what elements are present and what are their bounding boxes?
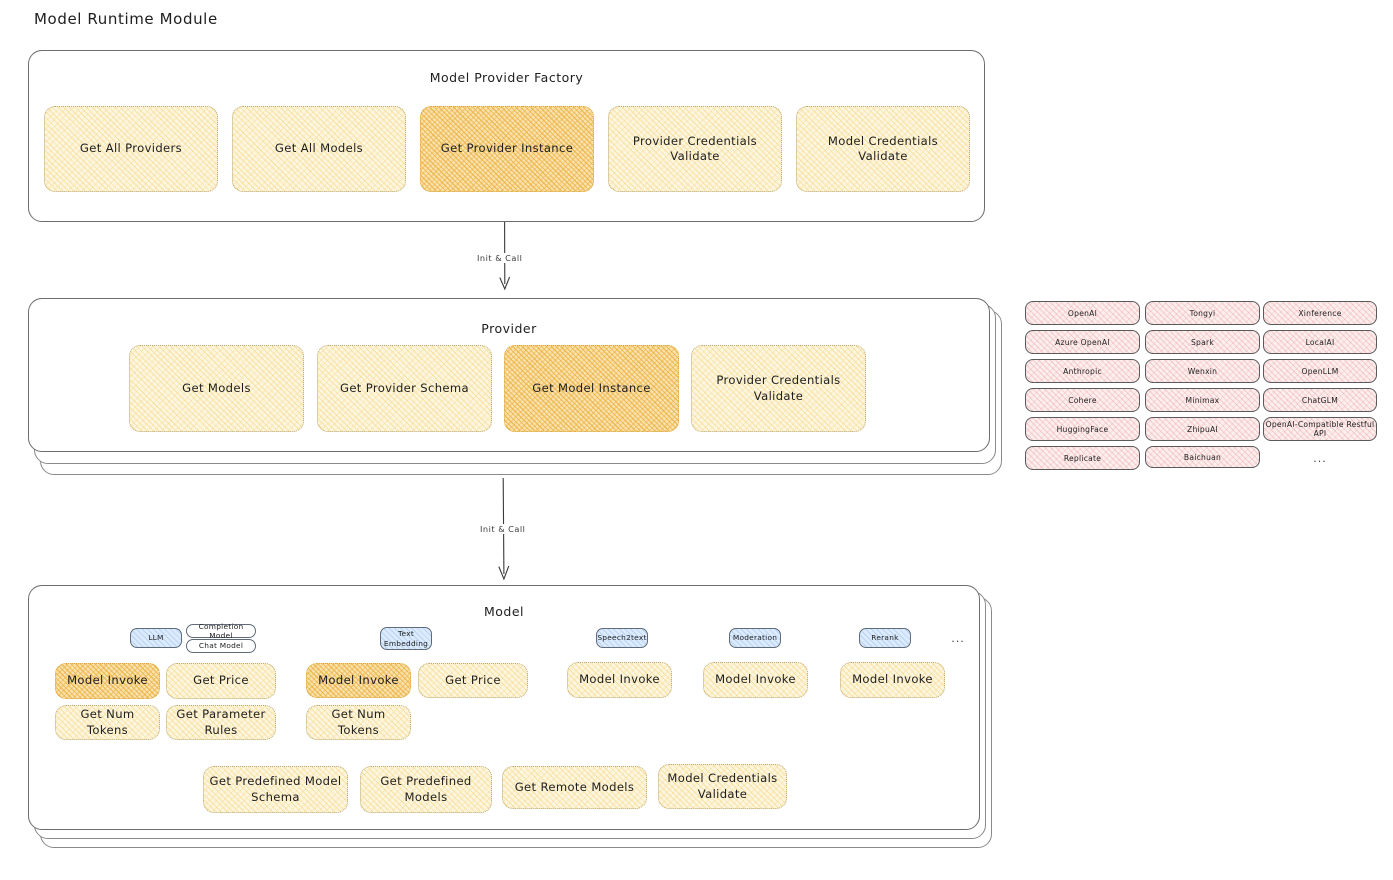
provider-chip-replicate[interactable]: Replicate [1025,446,1140,470]
provider-chip-wenxin[interactable]: Wenxin [1145,359,1260,383]
provider-chip-chatglm[interactable]: ChatGLM [1263,388,1377,412]
moderation-method-model-invoke[interactable]: Model Invoke [703,662,808,698]
factory-method-model-credentials-validate[interactable]: Model Credentials Validate [796,106,970,192]
provider-chip-openllm[interactable]: OpenLLM [1263,359,1377,383]
model-shared-method-get-predefined-models[interactable]: Get Predefined Models [360,766,492,813]
text-embedding-method-model-invoke[interactable]: Model Invoke [306,663,411,698]
provider-chip-cohere[interactable]: Cohere [1025,388,1140,412]
provider-chip-minimax[interactable]: Minimax [1145,388,1260,412]
provider-chip-tongyi[interactable]: Tongyi [1145,301,1260,325]
provider-method-get-provider-schema[interactable]: Get Provider Schema [317,345,492,432]
provider-title: Provider [481,321,537,336]
provider-method-get-model-instance[interactable]: Get Model Instance [504,345,679,432]
provider-chip-azure-openai[interactable]: Azure OpenAI [1025,330,1140,354]
speech2text-method-model-invoke[interactable]: Model Invoke [567,662,672,698]
model-subtype-badge-completion-model[interactable]: Completion Model [186,622,256,640]
text-embedding-method-get-price[interactable]: Get Price [418,663,528,698]
llm-method-model-invoke[interactable]: Model Invoke [55,663,160,699]
model-types-more-ellipsis: ... [951,632,965,645]
provider-chip-zhipuai[interactable]: ZhipuAI [1145,417,1260,441]
provider-list-more-ellipsis: ... [1313,452,1327,465]
text-embedding-method-get-num-tokens[interactable]: Get Num Tokens [306,705,411,740]
llm-method-get-num-tokens[interactable]: Get Num Tokens [55,705,160,740]
provider-chip-anthropic[interactable]: Anthropic [1025,359,1140,383]
factory-method-provider-credentials-validate[interactable]: Provider Credentials Validate [608,106,782,192]
provider-chip-baichuan[interactable]: Baichuan [1145,446,1260,468]
factory-method-get-provider-instance[interactable]: Get Provider Instance [420,106,594,192]
provider-chip-openai-compatible-restful-api[interactable]: OpenAI-Compatible Restful API [1263,417,1377,441]
model-type-badge-rerank[interactable]: Rerank [859,628,911,648]
model-title: Model [483,604,525,619]
provider-chip-spark[interactable]: Spark [1145,330,1260,354]
arrow-label-init-and-call-2: Init & Call [477,524,529,534]
model-shared-method-get-remote-models[interactable]: Get Remote Models [502,766,647,809]
model-type-badge-text-embedding[interactable]: Text Embedding [380,627,432,650]
provider-chip-openai[interactable]: OpenAI [1025,301,1140,325]
rerank-method-model-invoke[interactable]: Model Invoke [840,662,945,698]
model-shared-method-get-predefined-model-schema[interactable]: Get Predefined Model Schema [203,766,348,813]
factory-method-get-all-models[interactable]: Get All Models [232,106,406,192]
model-type-badge-speech2text[interactable]: Speech2text [596,628,648,648]
model-shared-method-model-credentials-validate[interactable]: Model Credentials Validate [658,764,787,809]
provider-chip-localai[interactable]: LocalAI [1263,330,1377,354]
llm-method-get-parameter-rules[interactable]: Get Parameter Rules [166,705,276,740]
model-type-badge-moderation[interactable]: Moderation [729,628,781,648]
llm-method-get-price[interactable]: Get Price [166,663,276,699]
page-title: Model Runtime Module [34,10,218,28]
provider-method-get-models[interactable]: Get Models [129,345,304,432]
arrow-label-init-and-call-1: Init & Call [474,253,526,263]
factory-method-get-all-providers[interactable]: Get All Providers [44,106,218,192]
model-type-badge-llm[interactable]: LLM [130,628,182,648]
model-subtype-badge-chat-model[interactable]: Chat Model [186,639,256,653]
provider-method-provider-credentials-validate[interactable]: Provider Credentials Validate [691,345,866,432]
provider-chip-xinference[interactable]: Xinference [1263,301,1377,325]
provider-chip-huggingface[interactable]: HuggingFace [1025,417,1140,441]
model-provider-factory-title: Model Provider Factory [429,70,584,85]
